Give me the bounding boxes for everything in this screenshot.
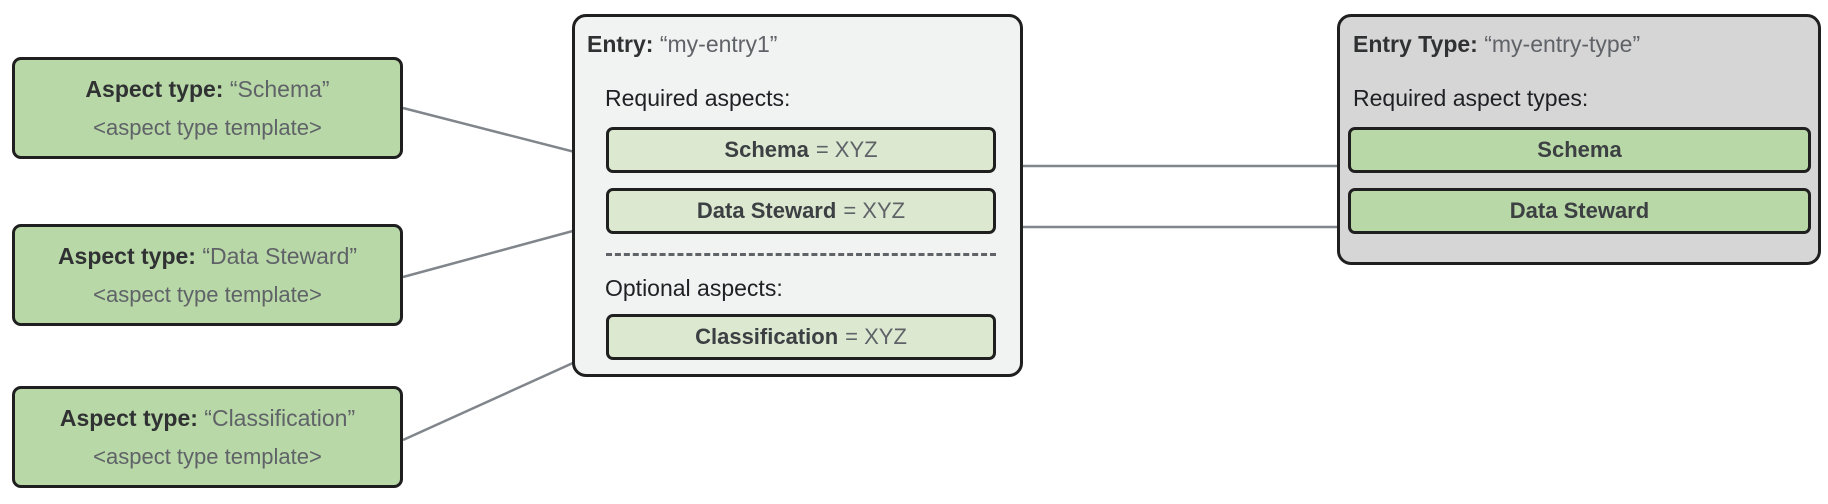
entry-aspect-assignment: = XYZ: [815, 137, 878, 162]
required-aspects-heading: Required aspects:: [605, 85, 791, 111]
entry-type-value: “my-entry-type”: [1484, 31, 1641, 57]
entry-type-panel[interactable]: Entry Type: “my-entry-type” Required asp…: [1337, 14, 1821, 265]
aspect-type-card-classification[interactable]: Aspect type: “Classification” <aspect ty…: [12, 386, 403, 488]
entry-aspect-assignment: = XYZ: [843, 198, 906, 223]
aspect-type-value: “Classification”: [204, 404, 356, 431]
entry-aspect-name: Schema: [724, 137, 809, 162]
entry-aspect-schema[interactable]: Schema = XYZ: [606, 127, 996, 173]
aspect-type-label: Aspect type:: [57, 242, 196, 269]
optional-aspects-heading: Optional aspects:: [605, 275, 783, 301]
entry-type-panel-title: Entry Type: “my-entry-type”: [1353, 33, 1640, 56]
entry-aspect-assignment: = XYZ: [845, 324, 907, 349]
entry-type-label: Entry Type:: [1353, 31, 1478, 57]
entry-value: “my-entry1”: [659, 31, 778, 57]
entry-aspect-classification[interactable]: Classification = XYZ: [606, 314, 996, 360]
entry-aspect-name: Data Steward: [696, 198, 837, 223]
aspect-type-template-placeholder: <aspect type template>: [93, 281, 322, 307]
aspect-type-template-placeholder: <aspect type template>: [93, 443, 322, 469]
aspect-type-value: “Schema”: [229, 75, 330, 102]
required-aspect-types-heading: Required aspect types:: [1353, 85, 1589, 111]
required-optional-divider: [606, 253, 996, 256]
aspect-type-card-data-steward[interactable]: Aspect type: “Data Steward” <aspect type…: [12, 224, 403, 326]
entry-type-aspect-schema[interactable]: Schema: [1348, 127, 1811, 173]
entry-type-aspect-data-steward[interactable]: Data Steward: [1348, 188, 1811, 234]
entry-aspect-data-steward[interactable]: Data Steward = XYZ: [606, 188, 996, 234]
aspect-type-label: Aspect type:: [59, 404, 198, 431]
aspect-type-card-data-steward-title: Aspect type: “Data Steward”: [57, 242, 358, 269]
aspect-type-card-classification-title: Aspect type: “Classification”: [59, 404, 356, 431]
aspect-type-value: “Data Steward”: [202, 242, 358, 269]
entry-panel[interactable]: Entry: “my-entry1” Required aspects: Sch…: [572, 14, 1023, 377]
aspect-type-template-placeholder: <aspect type template>: [93, 114, 322, 140]
aspect-type-label: Aspect type:: [85, 75, 224, 102]
entry-aspect-name: Classification: [695, 324, 839, 349]
entry-panel-title: Entry: “my-entry1”: [587, 33, 777, 56]
entry-label: Entry:: [587, 31, 654, 57]
aspect-type-card-schema[interactable]: Aspect type: “Schema” <aspect type templ…: [12, 57, 403, 159]
aspect-type-card-schema-title: Aspect type: “Schema”: [85, 75, 330, 102]
